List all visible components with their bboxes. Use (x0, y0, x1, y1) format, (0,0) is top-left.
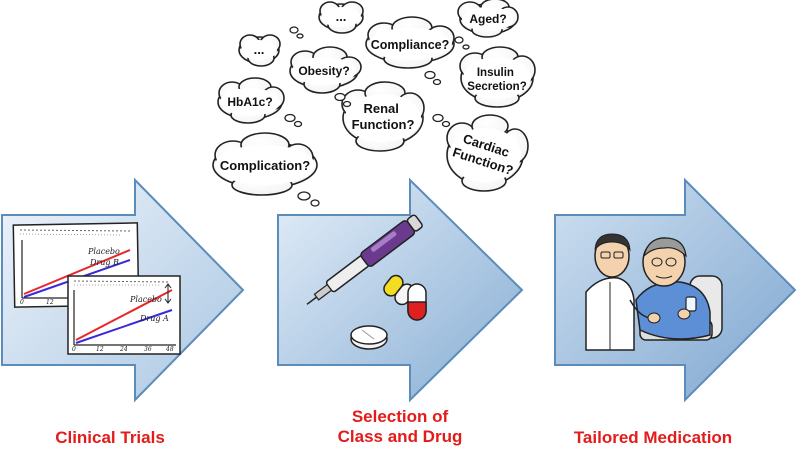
thought-bubbles: ... ... Obesity? (212, 0, 536, 207)
trial-chart-2-series-2: Drug A (139, 314, 169, 323)
doctor-patient-illustration (585, 233, 723, 351)
stage-label-tailored-medication: Tailored Medication (573, 428, 733, 447)
bubble-text-dots-2: ... (336, 9, 347, 24)
trial-chart-2-series-1: Placebo (129, 295, 162, 304)
trial-chart-2: Placebo Drug A 0 12 24 36 48 (67, 275, 181, 355)
thought-bubble: Insulin Secretion? (459, 46, 536, 108)
trial-chart-1-series-2: Drug B (89, 258, 119, 267)
stage-label-selection: Selection of Class and Drug (337, 407, 463, 446)
bubble-text-complication: Complication? (220, 158, 310, 173)
trial-chart-2-tick: 36 (144, 346, 152, 353)
thought-bubble: Complication? (212, 132, 318, 196)
bubble-text-renal-line2: Function? (352, 117, 415, 132)
insulin-pen-icon (306, 214, 423, 305)
stage-label-clinical-trials: Clinical Trials (55, 428, 165, 447)
thought-bubble: Obesity? (289, 46, 362, 94)
trial-chart-1-tick: 12 (46, 299, 54, 306)
bubble-text-insulin-line2: Secretion? (467, 81, 526, 93)
bubble-text-aged: Aged? (469, 12, 506, 26)
capsule-red-icon (407, 283, 427, 321)
thought-trail-dots (284, 26, 470, 207)
thought-bubble: ... (318, 1, 364, 34)
thought-bubble: ... (238, 34, 281, 67)
bubble-text-renal: Renal Function? (352, 101, 415, 132)
bubble-text-insulin-line1: Insulin (477, 67, 514, 79)
thought-bubble: HbA1c? (217, 77, 285, 124)
thought-bubble: Compliance? (365, 16, 455, 69)
trial-chart-2-tick: 24 (119, 346, 128, 353)
trial-chart-1-tick: 0 (20, 299, 24, 306)
bubble-text-renal-line1: Renal (363, 101, 398, 116)
tablet-icon (350, 325, 388, 350)
bubble-text-hba1c: HbA1c? (227, 95, 272, 109)
trial-chart-2-tick: 48 (165, 346, 174, 353)
trial-chart-1-series-1: Placebo (87, 247, 120, 256)
thought-bubble: Renal Function? (341, 81, 425, 152)
thought-bubble: Cardiac Function? (446, 114, 529, 192)
trial-chart-2-tick: 0 (72, 346, 76, 353)
bubble-text-insulin: Insulin Secretion? (467, 67, 526, 93)
trial-chart-2-tick: 12 (96, 346, 104, 353)
bubble-text-compliance: Compliance? (371, 38, 450, 52)
bubble-text-dots-1: ... (254, 42, 265, 57)
thought-bubble: Aged? (457, 0, 519, 38)
bubble-text-obesity: Obesity? (298, 64, 349, 78)
